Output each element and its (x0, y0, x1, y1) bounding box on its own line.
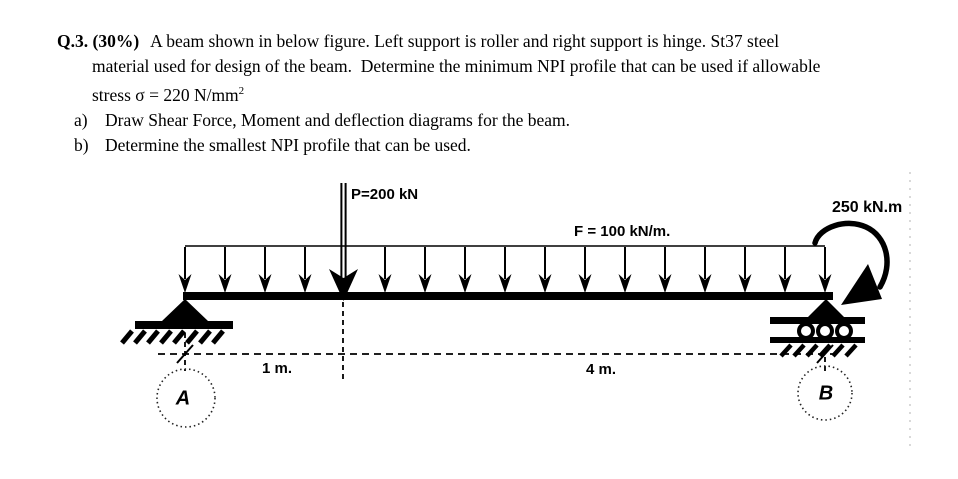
item-a-marker: a) (74, 109, 88, 130)
left-ground-hatch (120, 329, 225, 345)
tick-left (176, 344, 194, 364)
dim-label-1m: 1 m. (262, 360, 293, 377)
right-support (770, 299, 865, 358)
question-item-b: b) Determine the smallest NPI profile tha… (74, 133, 943, 158)
dimension-lines (158, 302, 838, 379)
roller-circle (835, 322, 853, 340)
node-b-circle (797, 365, 853, 421)
question-line-2: material used for design of the beam. De… (92, 56, 821, 76)
roller-circle (797, 322, 815, 340)
tick-right (816, 344, 834, 364)
moment-label: 250 kN.m (832, 199, 903, 216)
question-line-3: stress σ = 220 N/mm2 (92, 79, 943, 108)
item-a-text: Draw Shear Force, Moment and deflection … (105, 109, 571, 130)
question-number: Q.3. (30%) (57, 31, 140, 51)
node-a-label: A (175, 387, 191, 410)
left-support (120, 299, 233, 345)
point-load-label: P=200 kN (351, 186, 419, 203)
stress-text: stress σ = 220 N/mm (92, 84, 239, 105)
question-line-1-text: A beam shown in below figure. Left suppo… (150, 31, 780, 51)
distributed-load-arrows (178, 247, 832, 293)
dim-label-4m: 4 m. (586, 361, 617, 378)
stress-superscript: 2 (238, 85, 245, 97)
roller-circle (816, 322, 834, 340)
right-support-triangle (807, 299, 845, 318)
distributed-load-label: F = 100 kN/m. (574, 223, 671, 240)
item-b-text: Determine the smallest NPI profile that … (105, 134, 471, 155)
node-a-circle (156, 368, 216, 428)
right-support-top-plate (770, 317, 865, 324)
question-text-block: Q.3. (30%) A beam shown in below figure. … (57, 29, 943, 158)
point-load-arrow (329, 183, 358, 301)
question-item-a: a) Draw Shear Force, Moment and deflectio… (74, 108, 943, 133)
left-support-triangle (162, 299, 208, 321)
left-support-base (135, 321, 233, 329)
node-b-label: B (818, 382, 834, 405)
right-support-bottom-plate (770, 337, 865, 343)
moment-arrow (812, 220, 890, 305)
item-b-marker: b) (74, 134, 89, 155)
beam (183, 292, 833, 300)
question-line-1: Q.3. (30%) A beam shown in below figure. … (57, 29, 943, 54)
